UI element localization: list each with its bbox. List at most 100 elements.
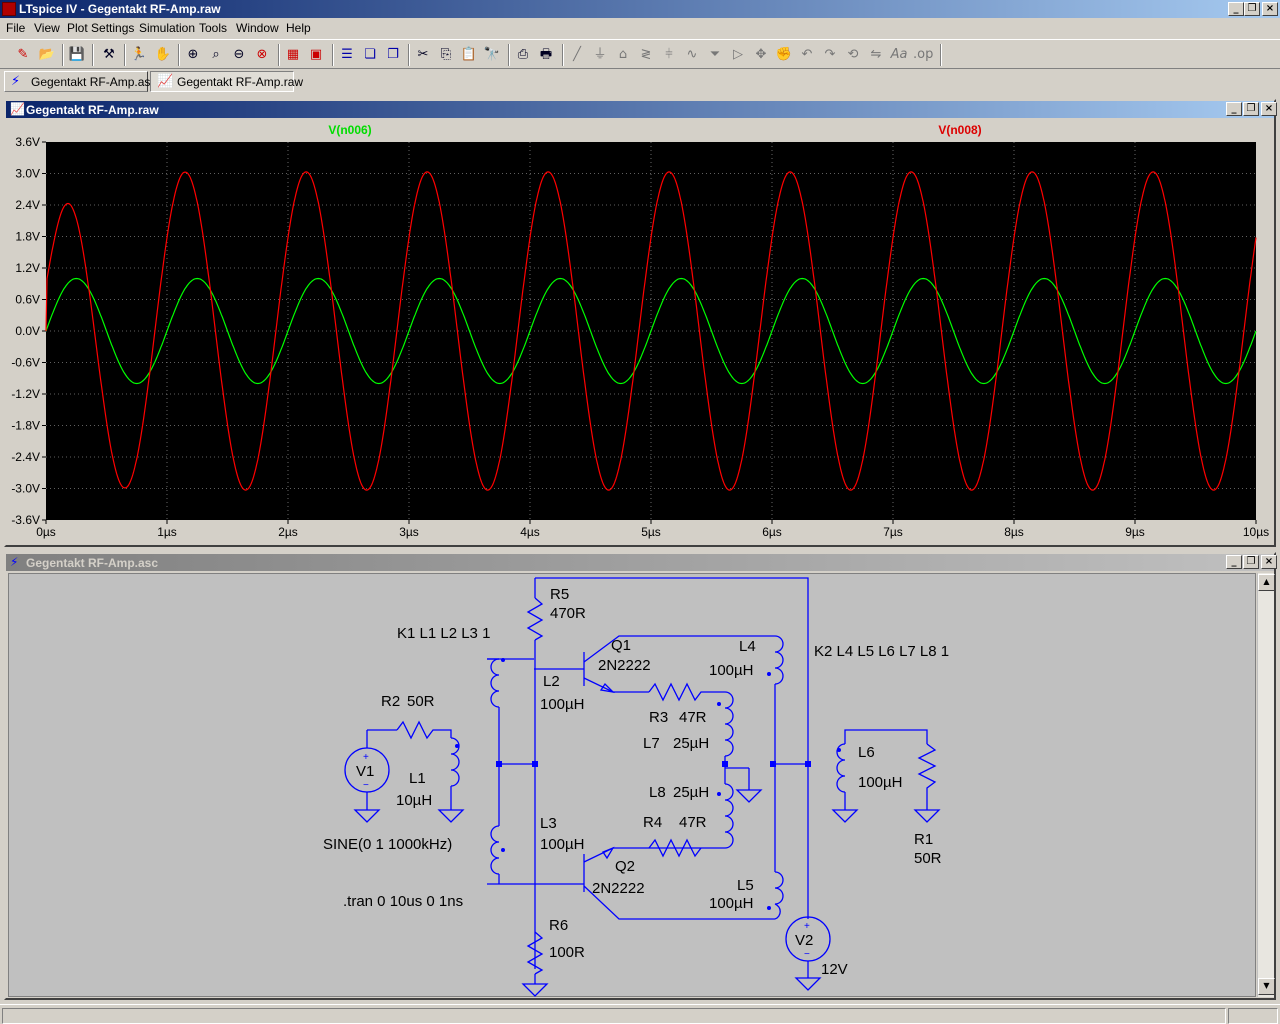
spice-directive-icon[interactable]: .op: [913, 47, 934, 62]
legend-v-n006[interactable]: V(n006): [328, 123, 371, 137]
menu-tools[interactable]: Tools: [199, 21, 228, 35]
l5-value[interactable]: 100µH: [709, 895, 754, 912]
r4-value[interactable]: 47R: [679, 814, 707, 831]
r3-value[interactable]: 47R: [679, 709, 707, 726]
run-icon[interactable]: 🏃: [130, 47, 148, 62]
ground-icon[interactable]: ⏚: [593, 47, 607, 62]
r5-value[interactable]: 470R: [550, 605, 586, 622]
new-schematic-icon[interactable]: ✎: [17, 47, 29, 62]
rotate-icon[interactable]: ⟲: [847, 47, 859, 62]
capacitor-icon[interactable]: ⫩: [665, 47, 673, 62]
menu-help[interactable]: Help: [286, 21, 311, 35]
l7-name[interactable]: L7: [643, 735, 660, 752]
l7-value[interactable]: 25µH: [673, 735, 709, 752]
redo-icon[interactable]: ↷: [824, 47, 836, 62]
r5-name[interactable]: R5: [550, 586, 569, 603]
r6-name[interactable]: R6: [549, 917, 568, 934]
l5-name[interactable]: L5: [737, 877, 754, 894]
r4-name[interactable]: R4: [643, 814, 662, 831]
diode-icon[interactable]: ⏷: [709, 47, 721, 62]
plot-close-button[interactable]: ×: [1261, 102, 1277, 116]
r3-name[interactable]: R3: [649, 709, 668, 726]
zoom-in-icon[interactable]: ⊕: [187, 47, 199, 62]
undo-icon[interactable]: ↶: [801, 47, 813, 62]
resistor-icon[interactable]: ≷: [640, 47, 652, 62]
v2-value[interactable]: 12V: [821, 961, 848, 978]
text-icon[interactable]: Aa: [890, 47, 908, 62]
find-icon[interactable]: 🔭: [483, 47, 501, 62]
menu-file[interactable]: File: [6, 21, 26, 35]
r2-value[interactable]: 50R: [407, 693, 435, 710]
schematic-canvas[interactable]: R5 470R K1 L1 L2 L3 1 Q1 2N2222 L4 100µH…: [8, 573, 1256, 997]
open-folder-icon[interactable]: 📂: [38, 47, 56, 62]
trace-v-n006[interactable]: [45, 277, 1257, 385]
plot-maximize-button[interactable]: ❐: [1243, 102, 1259, 116]
tab-schematic[interactable]: ⚡ Gegentakt RF-Amp.asc: [4, 71, 156, 92]
r6-value[interactable]: 100R: [549, 944, 585, 961]
autorange-icon[interactable]: ▦: [286, 47, 300, 62]
l1-name[interactable]: L1: [409, 770, 426, 787]
schematic-close-button[interactable]: ×: [1261, 555, 1277, 569]
cut-icon[interactable]: ✂: [417, 47, 429, 62]
copy-icon[interactable]: ⎘: [440, 47, 452, 62]
schematic-window-titlebar[interactable]: ⚡ Gegentakt RF-Amp.asc _ ❐ ×: [6, 554, 1277, 571]
tile-vertical-icon[interactable]: ❐: [387, 47, 399, 62]
menu-plot-settings[interactable]: Plot Settings: [67, 21, 135, 35]
q2-name[interactable]: Q2: [615, 858, 635, 875]
q1-model[interactable]: 2N2222: [598, 657, 651, 674]
trace-v-n008[interactable]: [45, 171, 1257, 491]
l6-name[interactable]: L6: [858, 744, 875, 761]
legend-v-n008[interactable]: V(n008): [938, 123, 981, 137]
l3-name[interactable]: L3: [540, 815, 557, 832]
label-net-icon[interactable]: ⌂: [618, 47, 628, 62]
q1-name[interactable]: Q1: [611, 637, 631, 654]
l2-name[interactable]: L2: [543, 673, 560, 690]
component-icon[interactable]: ▷: [733, 47, 743, 62]
inductor-icon[interactable]: ∿: [686, 47, 698, 62]
l1-value[interactable]: 10µH: [396, 792, 432, 809]
tran-directive[interactable]: .tran 0 10us 0 1ns: [343, 893, 463, 910]
plot-minimize-button[interactable]: _: [1226, 102, 1242, 116]
print-icon[interactable]: 🖶: [539, 47, 553, 62]
zoom-out-icon[interactable]: ⊖: [233, 47, 245, 62]
v2-name[interactable]: V2: [795, 932, 813, 949]
maximize-button[interactable]: ❐: [1244, 2, 1260, 16]
l8-name[interactable]: L8: [649, 784, 666, 801]
l2-value[interactable]: 100µH: [540, 696, 585, 713]
menu-view[interactable]: View: [34, 21, 60, 35]
schematic-drawing[interactable]: R5 470R K1 L1 L2 L3 1 Q1 2N2222 L4 100µH…: [9, 574, 1257, 998]
plot-window-titlebar[interactable]: 📈 Gegentakt RF-Amp.raw _ ❐ ×: [6, 101, 1277, 118]
menu-window[interactable]: Window: [236, 21, 279, 35]
r2-name[interactable]: R2: [381, 693, 400, 710]
schematic-vertical-scrollbar[interactable]: ▲ ▼: [1257, 573, 1275, 997]
close-button[interactable]: ×: [1262, 2, 1278, 16]
move-icon[interactable]: ✥: [755, 47, 767, 62]
halt-icon[interactable]: ✋: [154, 47, 172, 62]
waveform-chart[interactable]: 3.6V3.0V2.4V1.8V1.2V0.6V0.0V-0.6V-1.2V-1…: [8, 120, 1272, 544]
r1-name[interactable]: R1: [914, 831, 933, 848]
minimize-button[interactable]: _: [1228, 2, 1244, 16]
tile-horizontal-icon[interactable]: ☰: [341, 47, 353, 62]
save-icon[interactable]: 💾: [68, 47, 86, 62]
paste-icon[interactable]: 📋: [460, 47, 478, 62]
r1-value[interactable]: 50R: [914, 850, 942, 867]
l8-value[interactable]: 25µH: [673, 784, 709, 801]
l3-value[interactable]: 100µH: [540, 836, 585, 853]
cascade-icon[interactable]: ❏: [364, 47, 376, 62]
l4-name[interactable]: L4: [739, 638, 756, 655]
q2-model[interactable]: 2N2222: [592, 880, 645, 897]
scroll-down-button[interactable]: ▼: [1258, 978, 1275, 995]
mirror-icon[interactable]: ⇋: [870, 47, 882, 62]
schematic-maximize-button[interactable]: ❐: [1243, 555, 1259, 569]
pan-icon[interactable]: ⌕: [212, 47, 220, 62]
v1-name[interactable]: V1: [356, 763, 374, 780]
tab-waveform[interactable]: 📈 Gegentakt RF-Amp.raw: [150, 71, 303, 92]
control-panel-icon[interactable]: ⚒: [103, 47, 115, 62]
sine-source-value[interactable]: SINE(0 1 1000kHz): [323, 836, 452, 853]
print-setup-icon[interactable]: ⎙: [517, 47, 529, 62]
scroll-up-button[interactable]: ▲: [1258, 574, 1275, 591]
l4-value[interactable]: 100µH: [709, 662, 754, 679]
mark-unref-icon[interactable]: ▣: [309, 47, 323, 62]
drag-icon[interactable]: ✊: [775, 47, 793, 62]
